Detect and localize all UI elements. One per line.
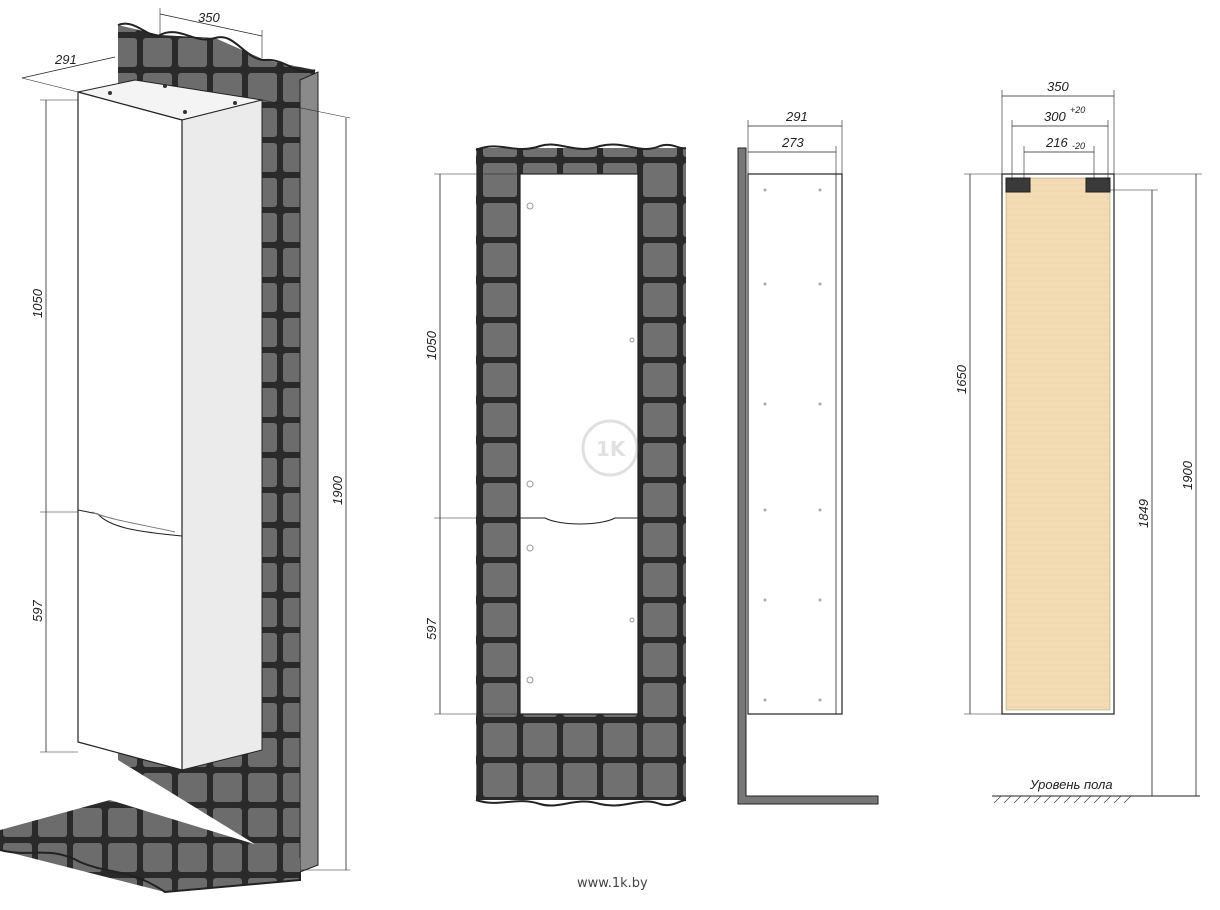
site-watermark: www.1k.by [577, 876, 648, 891]
front-cabinet [519, 173, 639, 715]
logo-watermark: 1K [581, 419, 639, 477]
side-cabinet [747, 173, 843, 715]
iso-wall-edge [299, 71, 319, 873]
side-dim-inner-label: 273 [781, 135, 804, 150]
iso-dim-heights: 1050 597 [30, 99, 78, 753]
side-view: 291 273 [737, 109, 879, 805]
back-dim-mount-label: 300 [1044, 109, 1066, 124]
front-hinges [526, 202, 635, 684]
back-dim-mount-tol: +20 [1070, 105, 1085, 115]
front-dim-lower-label: 597 [424, 618, 439, 640]
back-dim-width-label: 350 [1047, 79, 1069, 94]
back-dim-total-label: 1900 [1180, 460, 1195, 490]
back-dim-mount-height-label: 1849 [1136, 499, 1151, 528]
iso-view: 350 291 1050 597 1900 [0, 8, 351, 894]
iso-dim-width: 350 [159, 8, 263, 58]
front-dim-upper-label: 1050 [424, 330, 439, 360]
iso-floor-edge [0, 849, 301, 894]
side-wall-section [737, 147, 879, 805]
back-dims: 350 300 +20 216 -20 1650 1849 19 [954, 79, 1202, 796]
floor-level-label: Уровень пола [1029, 777, 1113, 792]
iso-cabinet-front [77, 91, 183, 771]
iso-dim-upper-label: 1050 [30, 288, 45, 318]
back-panel [1005, 177, 1111, 711]
iso-cabinet-side [181, 99, 263, 771]
back-mounts [1005, 177, 1111, 193]
front-wall-top [475, 143, 687, 151]
back-dim-inner-tol: -20 [1072, 141, 1085, 151]
iso-wall-top [117, 22, 316, 73]
floor-level: Уровень пола [992, 777, 1200, 804]
iso-door-handle [91, 511, 176, 533]
iso-dim-depth-label: 291 [54, 52, 77, 67]
iso-dim-width-label: 350 [198, 10, 220, 25]
iso-dim-depth: 291 [21, 52, 116, 93]
logo-watermark-text: 1K [596, 437, 627, 461]
iso-dim-total: 1900 [261, 99, 351, 871]
back-dim-inner-label: 216 [1045, 135, 1068, 150]
side-hinges [763, 188, 822, 702]
back-view: 350 300 +20 216 -20 1650 1849 19 [954, 79, 1202, 804]
front-door-split [520, 517, 638, 525]
iso-dim-lower-label: 597 [30, 600, 45, 622]
front-view: 1K 1050 597 [424, 143, 687, 807]
front-dims: 1050 597 [424, 173, 520, 715]
iso-floor [0, 800, 300, 892]
side-dim-outer-label: 291 [785, 109, 808, 124]
back-dim-height-label: 1650 [954, 364, 969, 394]
front-wall-bottom [475, 799, 687, 807]
iso-dim-total-label: 1900 [330, 475, 345, 505]
side-dims: 291 273 [747, 109, 843, 174]
